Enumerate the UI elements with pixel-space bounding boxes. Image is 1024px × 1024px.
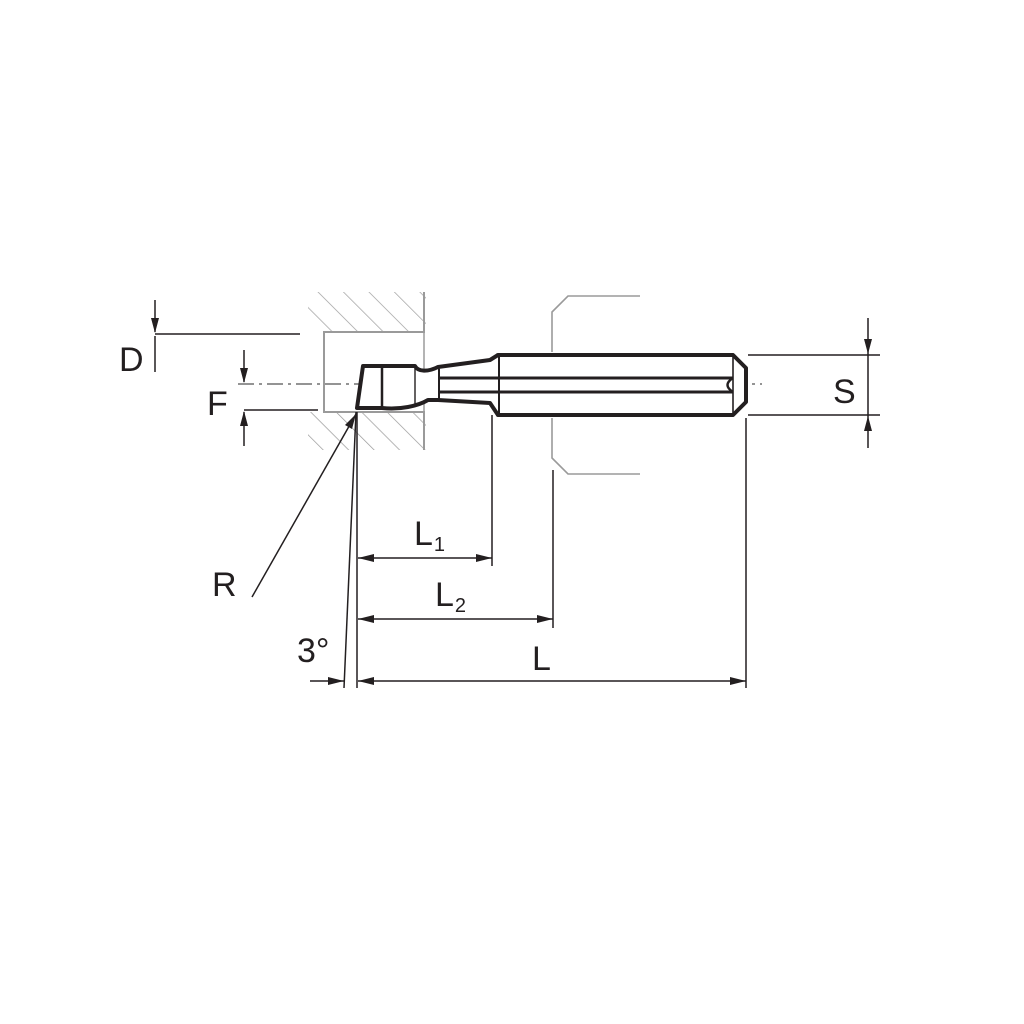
label-f: F bbox=[207, 385, 228, 423]
arrow-l-right bbox=[730, 677, 746, 685]
arrow-l2-left bbox=[358, 615, 374, 623]
workpiece-bore-outline bbox=[323, 292, 425, 450]
label-l2-sub: 2 bbox=[455, 595, 466, 617]
workpiece-hatch-bottom bbox=[308, 412, 426, 450]
label-l2: L2 bbox=[435, 576, 466, 617]
label-angle: 3° bbox=[297, 632, 330, 670]
arrow-l2-right bbox=[537, 615, 553, 623]
arrow-l1-left bbox=[358, 554, 374, 562]
boring-bar bbox=[355, 353, 748, 417]
arrow-d bbox=[151, 318, 159, 333]
label-s: S bbox=[833, 373, 856, 411]
label-l2-base: L bbox=[435, 576, 454, 614]
holder-outline-bottom bbox=[551, 418, 640, 475]
label-l1-base: L bbox=[414, 515, 433, 553]
arrow-f-bottom bbox=[240, 411, 248, 426]
arrow-s-top bbox=[864, 339, 872, 354]
holder-outline-top bbox=[551, 295, 640, 352]
arrow-l-left bbox=[358, 677, 374, 685]
label-l: L bbox=[532, 640, 551, 678]
shank bbox=[496, 353, 748, 417]
arrow-angle bbox=[328, 677, 344, 685]
arrow-f-top bbox=[240, 368, 248, 383]
label-l1: L1 bbox=[414, 515, 445, 556]
arrow-l1-right bbox=[476, 554, 492, 562]
arrow-r bbox=[345, 414, 356, 429]
label-r: R bbox=[212, 566, 237, 604]
channel-end bbox=[726, 376, 734, 394]
dim-r-leader bbox=[251, 413, 357, 598]
arrow-s-bottom bbox=[864, 416, 872, 431]
dim-angle-line bbox=[343, 411, 357, 689]
label-d: D bbox=[119, 341, 144, 379]
neck bbox=[436, 353, 500, 417]
label-l1-sub: 1 bbox=[434, 534, 445, 556]
arrowheads bbox=[151, 318, 872, 685]
workpiece-hatch-top bbox=[308, 292, 426, 332]
workpiece bbox=[308, 292, 426, 450]
cutting-head bbox=[355, 364, 439, 411]
